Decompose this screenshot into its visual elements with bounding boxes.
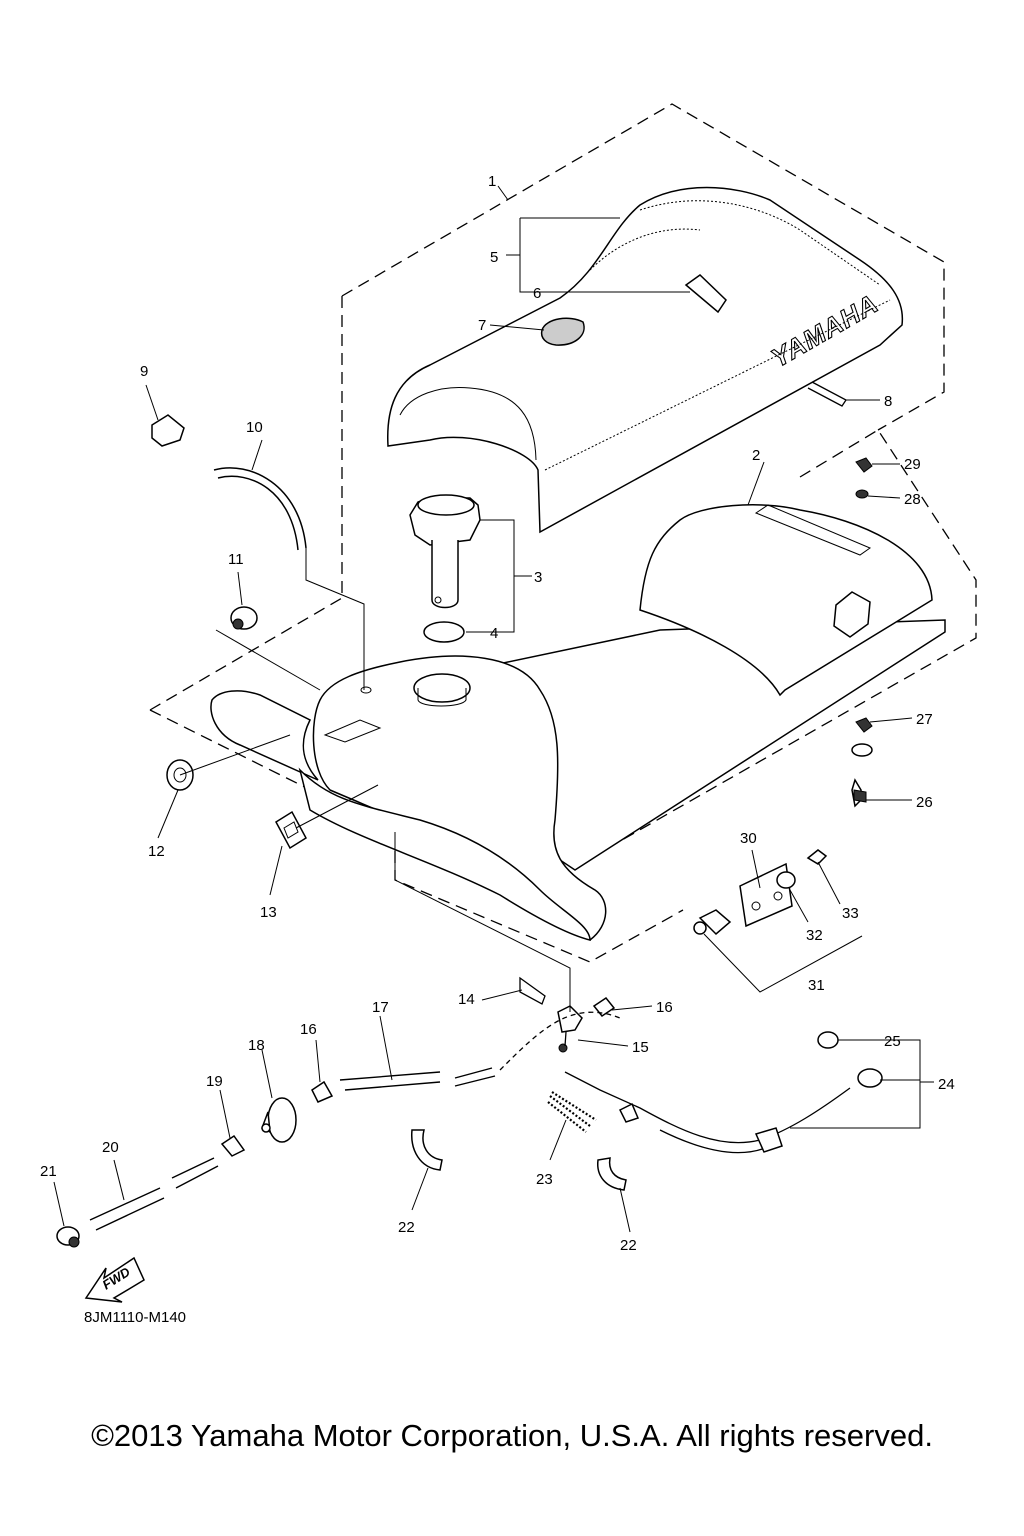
fuel-tank-part <box>210 655 607 941</box>
band-part-22b <box>597 1157 627 1191</box>
bolt-part-26 <box>851 778 867 808</box>
callout-17: 17 <box>372 999 389 1016</box>
drawing-code: 8JM1110-M140 <box>84 1309 186 1326</box>
fuel-filter-part-18 <box>261 1097 297 1143</box>
callout-26: 26 <box>916 794 933 811</box>
callout-31: 31 <box>808 977 825 994</box>
o-ring-part <box>423 621 465 643</box>
grommet-part-32 <box>776 871 796 889</box>
callout-30: 30 <box>740 830 757 847</box>
grommet-part-11 <box>230 606 258 630</box>
callout-24: 24 <box>938 1076 955 1093</box>
callout-5: 5 <box>490 249 498 266</box>
throttle-cable-part-24 <box>564 1068 883 1154</box>
callout-18: 18 <box>248 1037 265 1054</box>
seat-part: YAMAHA <box>386 186 904 534</box>
callout-22a: 22 <box>398 1219 415 1236</box>
callout-3: 3 <box>534 569 542 586</box>
callout-32: 32 <box>806 927 823 944</box>
copyright-notice: ©2013 Yamaha Motor Corporation, U.S.A. A… <box>91 1418 933 1453</box>
callout-7: 7 <box>478 317 486 334</box>
fuel-cap-part <box>409 494 481 609</box>
fwd-arrow-icon: FWD <box>84 1256 145 1303</box>
callout-16b: 16 <box>300 1021 317 1038</box>
cap-part-25 <box>817 1031 839 1049</box>
callout-10: 10 <box>246 419 263 436</box>
label-part-13 <box>275 810 307 850</box>
callout-20: 20 <box>102 1139 119 1156</box>
callout-19: 19 <box>206 1073 223 1090</box>
fuel-hose-part-17 <box>339 1067 496 1091</box>
callout-25: 25 <box>884 1033 901 1050</box>
hose-clamp-part-16b <box>311 1080 334 1103</box>
screw-part-33 <box>806 849 828 865</box>
clamp-part-19 <box>220 1134 246 1157</box>
washer-part-28 <box>855 489 869 499</box>
clip-part-9 <box>151 414 185 447</box>
callout-27: 27 <box>916 711 933 728</box>
callout-6: 6 <box>533 285 541 302</box>
callout-29: 29 <box>904 456 921 473</box>
callout-1: 1 <box>488 173 496 190</box>
callout-33: 33 <box>842 905 859 922</box>
callout-14: 14 <box>458 991 475 1008</box>
callout-9: 9 <box>140 363 148 380</box>
nut-part-29 <box>855 457 873 473</box>
callout-12: 12 <box>148 843 165 860</box>
hose-part-20 <box>89 1157 219 1231</box>
callout-15: 15 <box>632 1039 649 1056</box>
callout-21: 21 <box>40 1163 57 1180</box>
callout-8: 8 <box>884 393 892 410</box>
callout-13: 13 <box>260 904 277 921</box>
callout-2: 2 <box>752 447 760 464</box>
callout-11: 11 <box>228 551 244 568</box>
bracket-part-14 <box>519 976 546 1005</box>
callout-16a: 16 <box>656 999 673 1016</box>
seat-handle-part <box>684 274 727 314</box>
sensor-part-31 <box>693 909 732 936</box>
callout-23: 23 <box>536 1171 553 1188</box>
seat-assembly-outline <box>341 103 945 598</box>
hook-part <box>807 381 847 407</box>
nut-part-27 <box>851 717 873 757</box>
callout-22b: 22 <box>620 1237 637 1254</box>
callout-4: 4 <box>490 625 498 642</box>
band-part-22a <box>411 1129 443 1171</box>
fuel-cock-part-15 <box>557 1005 583 1053</box>
sponge-part <box>540 317 585 346</box>
hose-clamp-part-21 <box>56 1226 80 1248</box>
leader-lines <box>53 185 934 1233</box>
hose-part-10 <box>213 467 307 551</box>
hose-clamp-part-16a <box>592 996 616 1018</box>
callout-28: 28 <box>904 491 921 508</box>
callout-numbers: 1 2 3 4 5 6 7 8 9 10 11 12 13 14 15 16 1… <box>40 173 955 1254</box>
fuel-line-dashed <box>499 1011 621 1071</box>
spring-part-23 <box>547 1091 597 1133</box>
